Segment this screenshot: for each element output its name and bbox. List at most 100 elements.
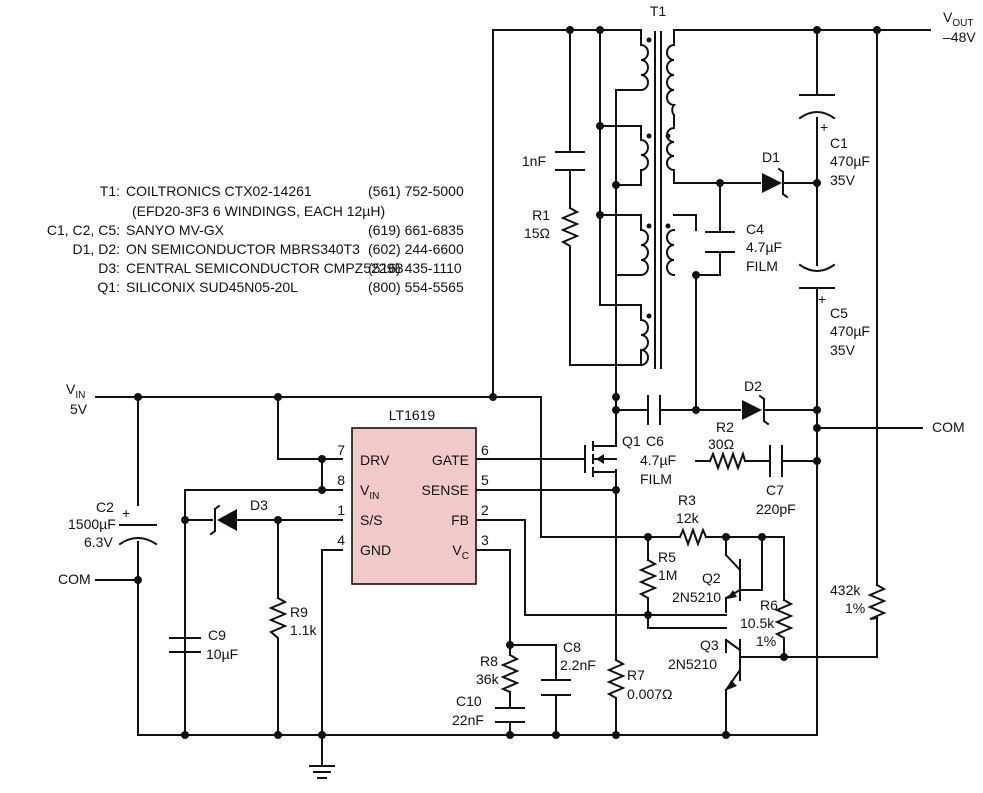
parts-phone-t1: (561) 752-5000 [368,183,464,199]
ic-lt1619: LT1619 7 DRV 8 VIN 1 S/S 4 GND 6 GATE 5 … [337,407,489,585]
resistor-r8: R8 36k [476,653,520,694]
r7-value: 0.007Ω [627,686,673,702]
junction-dots [134,26,881,739]
c6-value: 4.7µF [640,452,676,468]
resistor-r2: R2 30Ω [708,419,747,471]
ground-icon [309,765,335,779]
capacitor-c8: C8 2.2nF [541,639,596,696]
ic-pin-6-num: 6 [481,442,489,458]
parts-desc-q1: SILICONIX SUD45N05-20L [126,279,298,295]
r1-value: 15Ω [524,225,550,241]
ic-pin-7-label: DRV [360,452,390,468]
c5-value: 470µF [830,323,870,339]
ic-pin-5-num: 5 [481,472,489,488]
ic-pin-3-num: 3 [481,532,489,548]
parts-list: T1: COILTRONICS CTX02-14261 (561) 752-50… [47,183,464,295]
parts-desc-d3: CENTRAL SEMICONDUCTOR CMPZ5229B [126,260,404,276]
ic-pin-8-num: 8 [337,472,345,488]
zener-d3: D3 [209,497,268,536]
c4-value: 4.7µF [746,239,782,255]
q3-value: 2N5210 [668,656,717,672]
capacitor-c9: C9 10µF [169,627,238,662]
capacitor-c5: + C5 470µF 35V [798,263,870,358]
r5-ref: R5 [658,549,676,565]
ic-pin-1-label: S/S [360,512,383,528]
parts-phone-d3: (516) 435-1110 [368,260,462,276]
ic-pin-1-num: 1 [337,502,345,518]
d3-ref: D3 [250,497,268,513]
r6-value: 10.5k [740,615,775,631]
r9-value: 1.1k [290,622,317,638]
q2-ref: Q2 [702,570,721,586]
r3-ref: R3 [678,492,696,508]
resistor-432k: 432k 1% [830,582,887,620]
c2-rating: 6.3V [84,534,113,550]
capacitor-c4: C4 4.7µF FILM [705,221,782,274]
parts-phone-d1d2: (602) 244-6600 [368,241,464,257]
capacitor-snubber: 1nF [522,151,585,171]
wires [95,29,931,767]
c5-ref: C5 [830,305,848,321]
r2-value: 30Ω [708,436,734,452]
c1-rating: 35V [830,172,856,188]
parts-ref-q1: Q1: [97,279,120,295]
ic-pin-4-num: 4 [337,532,345,548]
c7-ref: C7 [766,482,784,498]
parts-ref-caps: C1, C2, C5: [47,222,120,238]
parts-ref-d1d2: D1, D2: [73,241,120,257]
transistor-q2: Q2 2N5210 [672,553,742,605]
parts-phone-caps: (619) 661-6835 [368,222,464,238]
transistor-q3: Q3 2N5210 [668,637,742,692]
parts-ref-t1: T1: [100,183,120,199]
ic-pin-4-label: GND [360,542,391,558]
capacitor-c2: + C2 1500µF 6.3V [68,499,158,550]
vout-label: VOUT –48V [943,9,976,45]
ic-pin-5-label: SENSE [422,482,469,498]
c2-ref: C2 [96,499,114,515]
r432k-value: 432k [830,582,861,598]
r3-value: 12k [676,510,700,526]
r1-ref: R1 [532,207,550,223]
c8-ref: C8 [563,639,581,655]
r8-value: 36k [476,671,500,687]
c10-ref: C10 [456,693,482,709]
d2-ref: D2 [744,378,762,394]
vout-value: –48V [943,29,976,45]
c4-type: FILM [746,258,778,274]
c4-ref: C4 [746,221,764,237]
ic-pin-2-num: 2 [481,502,489,518]
r9-ref: R9 [290,604,308,620]
c-snubber-value: 1nF [522,153,546,169]
com-right-label: COM [932,419,965,435]
resistor-r3: R3 12k [676,492,708,547]
resistor-r5: R5 1M [638,549,677,601]
capacitor-c7: C7 220pF [756,445,796,517]
r432k-tol: 1% [845,600,865,616]
t1-label: T1 [650,3,667,19]
c10-value: 22nF [452,712,484,728]
r8-ref: R8 [480,653,498,669]
ic-pin-2-label: FB [451,512,469,528]
r5-value: 1M [658,567,677,583]
transformer-t1: T1 [639,3,677,369]
com-left-label: COM [58,571,91,587]
capacitor-c6: C6 4.7µF FILM [640,395,676,487]
c1-ref: C1 [830,135,848,151]
d1-ref: D1 [762,149,780,165]
c2-value: 1500µF [68,516,116,532]
ic-name: LT1619 [389,407,436,423]
c9-value: 10µF [206,646,238,662]
vin-value: 5V [70,401,88,417]
q3-ref: Q3 [700,637,719,653]
vin-name: VIN [66,381,85,401]
resistor-r7: R7 0.007Ω [606,658,673,706]
c5-plus: + [818,291,826,307]
parts-desc-d1d2: ON SEMICONDUCTOR MBRS340T3 [126,241,360,257]
parts-phone-q1: (800) 554-5565 [368,279,464,295]
c6-ref: C6 [646,433,664,449]
resistor-r9: R9 1.1k [268,596,317,641]
ic-pin-6-label: GATE [432,452,469,468]
parts-desc-caps: SANYO MV-GX [126,222,225,238]
ic-pin-7-num: 7 [337,442,345,458]
